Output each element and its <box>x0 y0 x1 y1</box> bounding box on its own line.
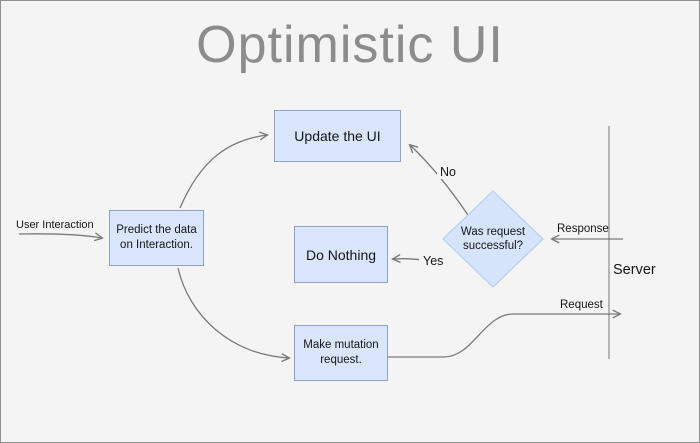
decision-diamond <box>442 190 544 288</box>
node-update-ui: Update the UI <box>274 110 401 162</box>
edge-predict-to-make <box>177 267 289 358</box>
label-request: Request <box>560 299 603 311</box>
label-server: Server <box>613 262 656 278</box>
label-yes: Yes <box>419 254 448 268</box>
edge-request <box>388 314 620 358</box>
diagram-title: Optimistic UI <box>196 16 504 74</box>
label-user-interaction: User Interaction <box>16 219 94 231</box>
label-response: Response <box>557 223 609 235</box>
node-decision-label: Was request successful? <box>460 226 526 252</box>
node-make-mutation-request: Make mutation request. <box>294 325 388 381</box>
edge-user-to-predict <box>18 234 102 238</box>
node-do-nothing: Do Nothing <box>294 226 388 283</box>
edge-predict-to-update <box>179 135 267 209</box>
node-predict-data: Predict the data on Interaction. <box>109 210 204 266</box>
label-no: No <box>437 165 459 179</box>
